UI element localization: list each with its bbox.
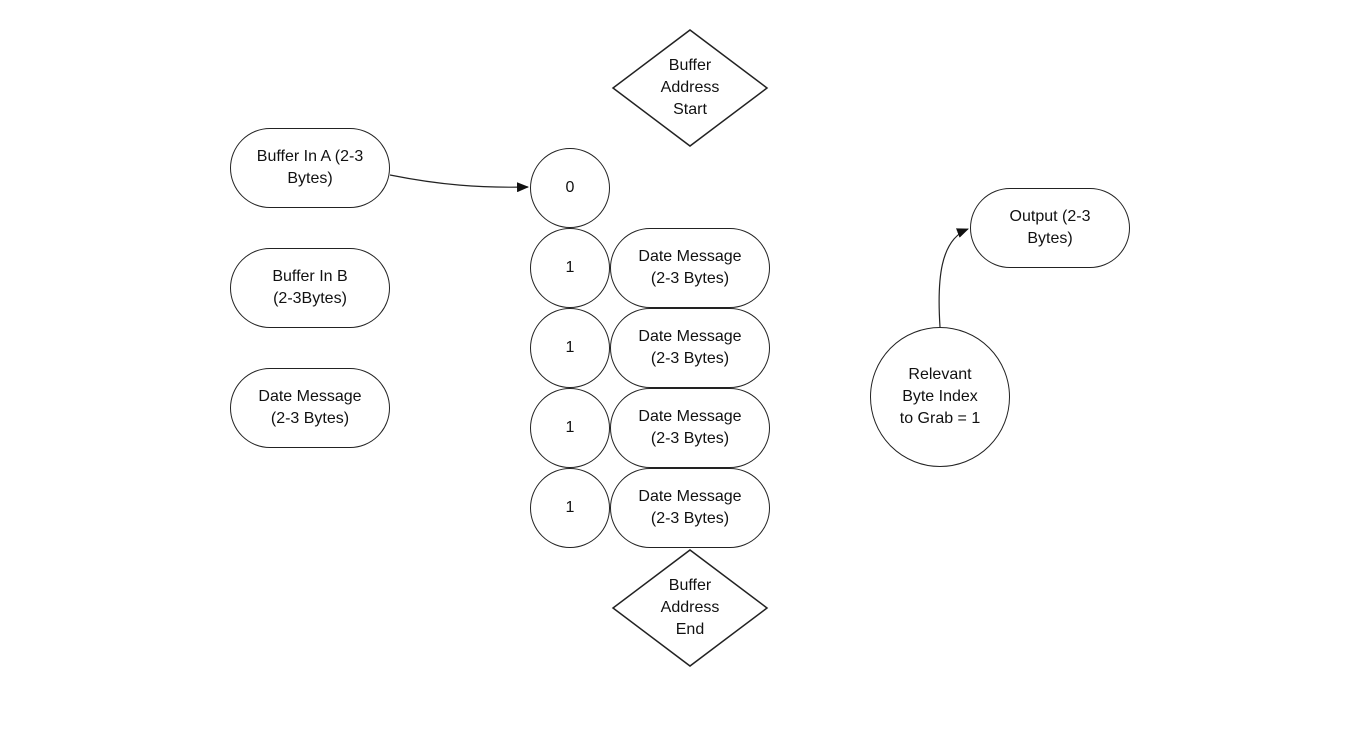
index-1-circle: 1 xyxy=(530,228,610,308)
buffer-end-text: Buffer Address End xyxy=(660,577,720,638)
date-message-left-node: Date Message (2-3 Bytes) xyxy=(230,368,390,448)
relevant-byte-text: Relevant Byte Index to Grab = 1 xyxy=(899,366,981,427)
buffer-start-diamond xyxy=(611,29,769,147)
date-message-text: Date Message (2-3 Bytes) xyxy=(638,248,742,287)
output-node: Output (2-3 Bytes) xyxy=(970,188,1130,268)
output-text: Output (2-3 Bytes) xyxy=(1009,208,1091,247)
buffer-in-b-text: Buffer In B (2-3Bytes) xyxy=(272,268,348,307)
arrow-relevant-byte-to-output xyxy=(938,228,969,328)
buffer-in-b-node: Buffer In B (2-3Bytes) xyxy=(230,248,390,328)
buffer-end-label: Buffer Address End xyxy=(633,570,747,646)
index-0-circle: 0 xyxy=(530,148,610,228)
buffer-start-label: Buffer Address Start xyxy=(633,50,747,126)
date-message-node: Date Message (2-3 Bytes) xyxy=(610,308,770,388)
date-message-node: Date Message (2-3 Bytes) xyxy=(610,388,770,468)
buffer-start-text: Buffer Address Start xyxy=(660,57,720,118)
index-1-text: 1 xyxy=(565,339,575,356)
index-1-circle: 1 xyxy=(530,308,610,388)
buffer-in-a-text: Buffer In A (2-3 Bytes) xyxy=(256,148,364,187)
date-message-left-text: Date Message (2-3 Bytes) xyxy=(258,388,362,427)
relevant-byte-circle: Relevant Byte Index to Grab = 1 xyxy=(870,327,1010,467)
arrow-buffer-a-to-index-0 xyxy=(389,174,529,193)
date-message-text: Date Message (2-3 Bytes) xyxy=(638,488,742,527)
index-1-circle: 1 xyxy=(530,468,610,548)
index-1-text: 1 xyxy=(565,419,575,436)
date-message-text: Date Message (2-3 Bytes) xyxy=(638,408,742,447)
index-0-text: 0 xyxy=(565,179,575,196)
index-1-text: 1 xyxy=(565,259,575,276)
date-message-text: Date Message (2-3 Bytes) xyxy=(638,328,742,367)
date-message-node: Date Message (2-3 Bytes) xyxy=(610,228,770,308)
buffer-in-a-node: Buffer In A (2-3 Bytes) xyxy=(230,128,390,208)
index-1-circle: 1 xyxy=(530,388,610,468)
index-1-text: 1 xyxy=(565,499,575,516)
buffer-end-diamond xyxy=(611,549,769,667)
date-message-node: Date Message (2-3 Bytes) xyxy=(610,468,770,548)
